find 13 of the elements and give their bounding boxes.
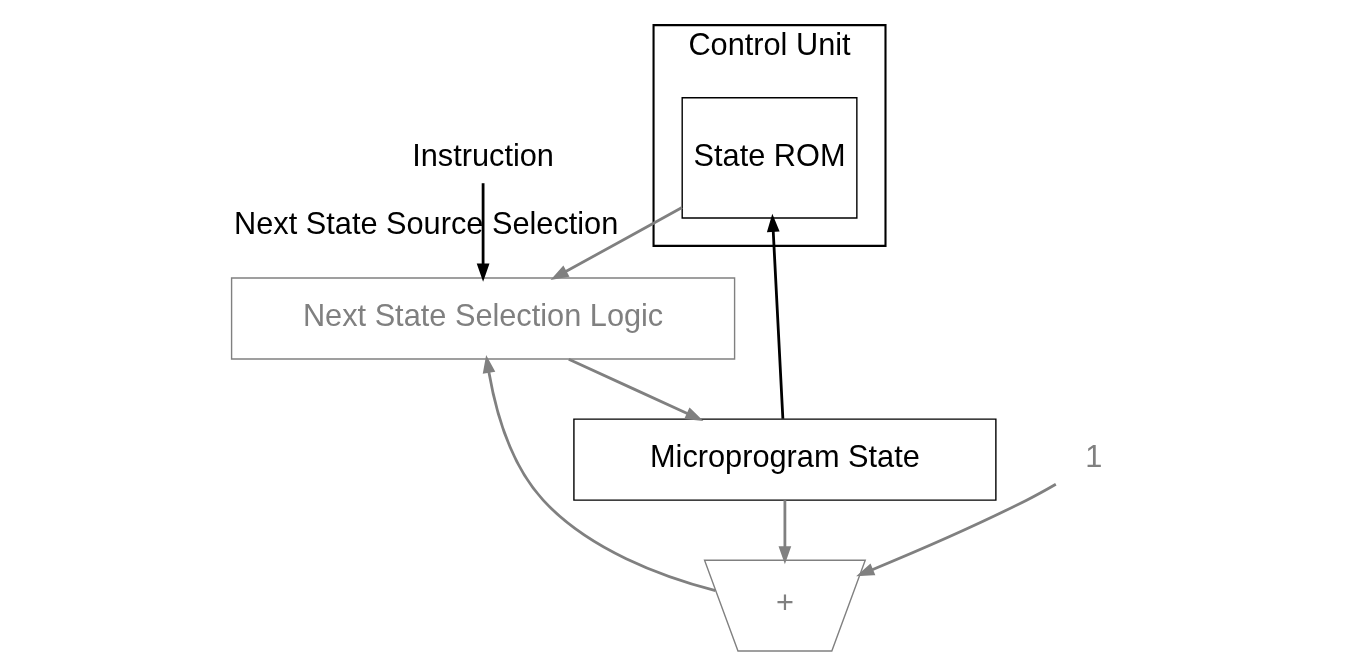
node-text: 1 [1085, 439, 1103, 475]
node-box: Next State Selection Logic [230, 277, 736, 360]
arrow [856, 483, 1057, 577]
node-box: Microprogram State [573, 418, 997, 501]
arrow [766, 213, 785, 419]
edge-label: Next State Source Selection [234, 205, 619, 241]
arrow [550, 206, 683, 280]
arrow [568, 357, 704, 421]
arrow [482, 354, 716, 592]
arrow [778, 500, 792, 565]
arrow [476, 183, 490, 282]
node-text: Instruction [412, 137, 554, 173]
node-box: State ROM [681, 97, 858, 219]
